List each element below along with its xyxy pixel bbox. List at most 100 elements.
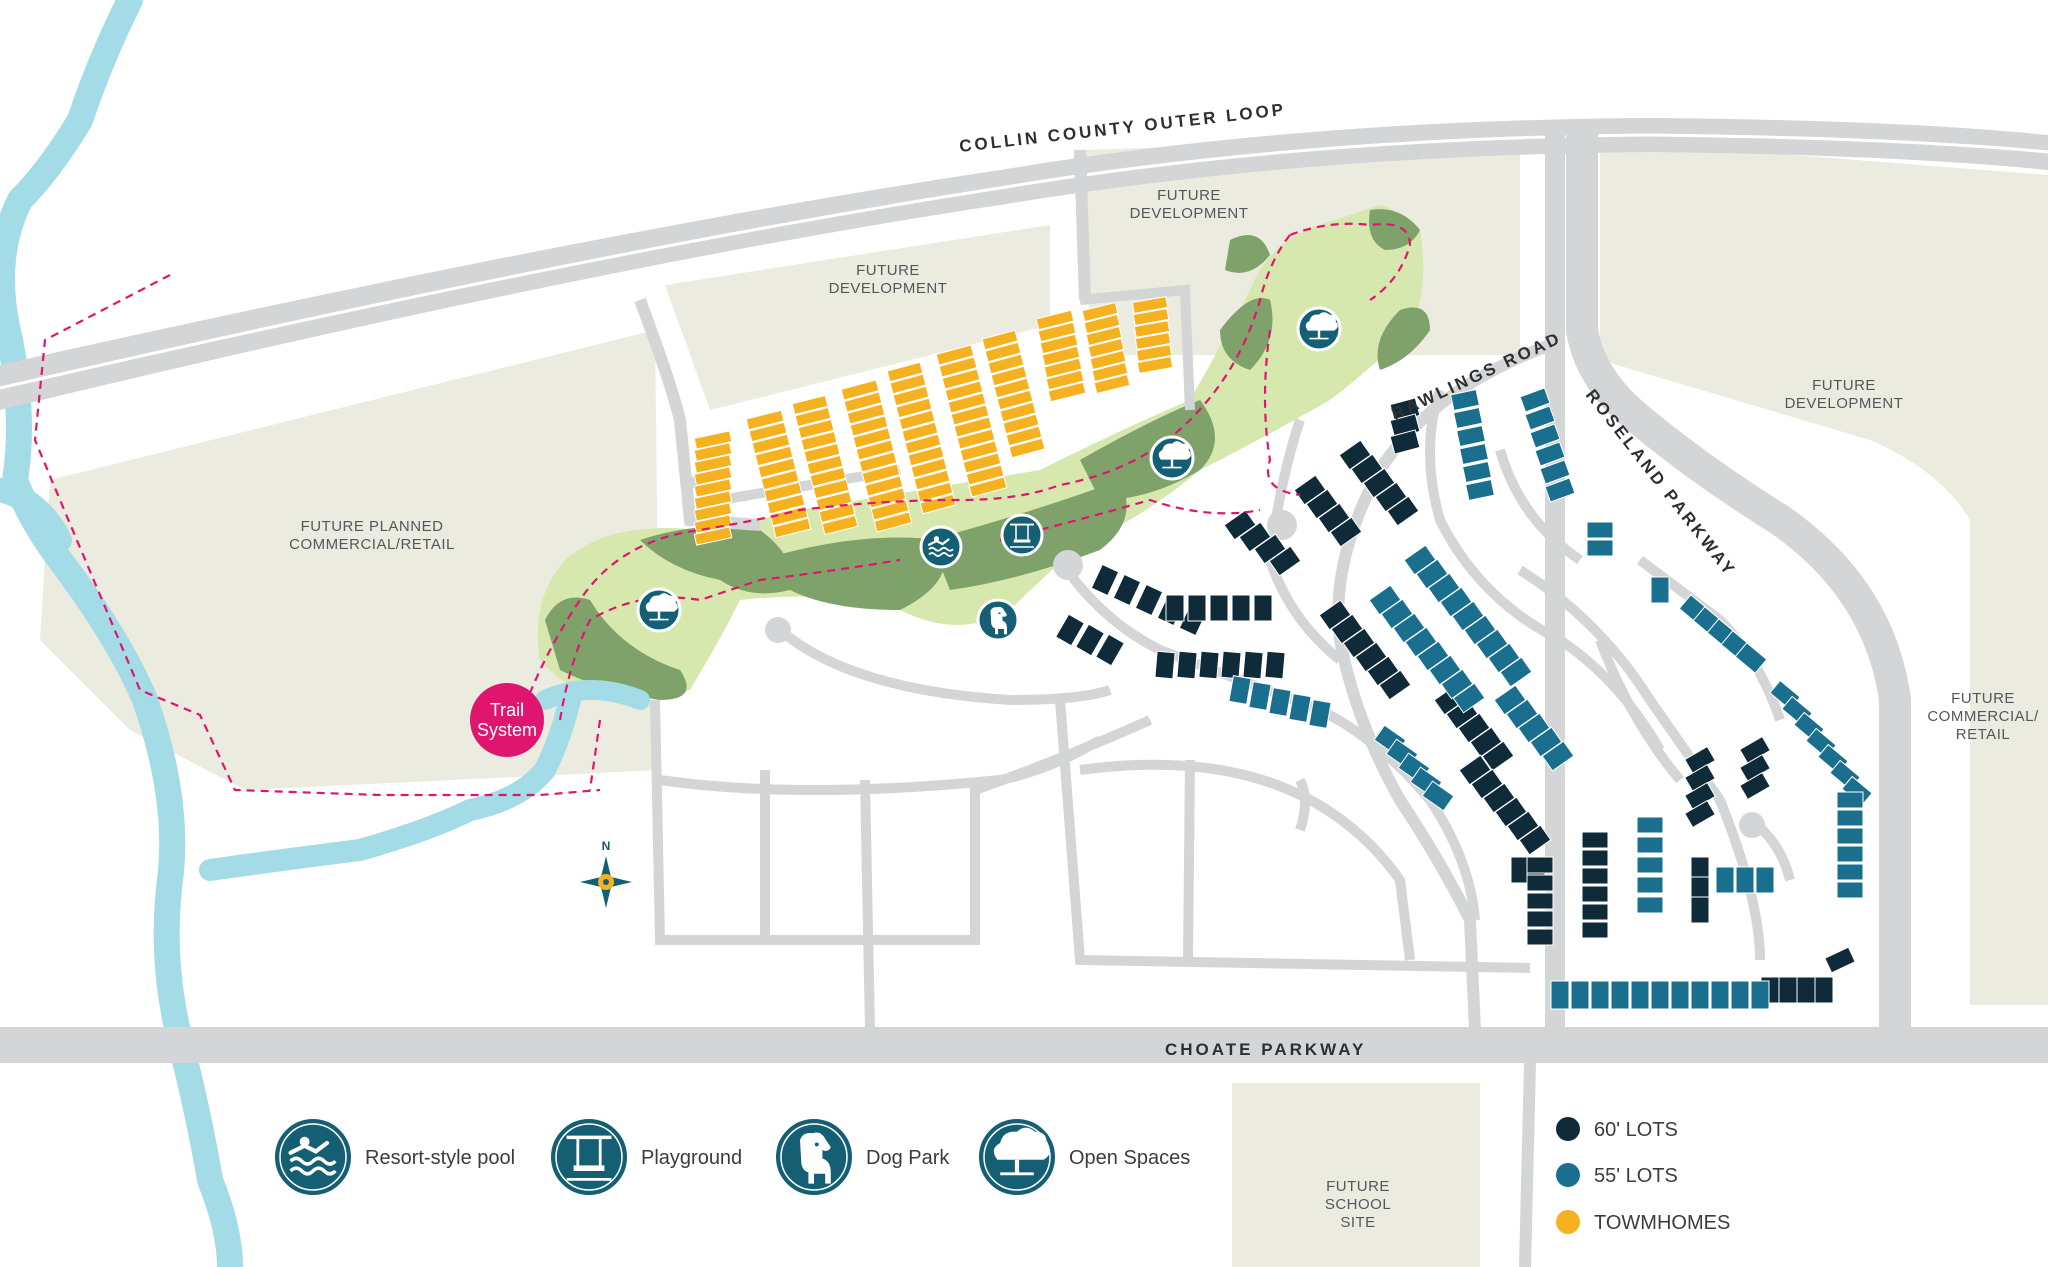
townhome-lot (968, 476, 1008, 498)
amenity-legend: Resort-style pool Playground Dog Park Op… (271, 1115, 1190, 1199)
sixty-foot-lot (1095, 633, 1125, 667)
townhome-lot (693, 490, 733, 510)
townhome-lot (1132, 308, 1170, 326)
townhome-lot (1005, 425, 1043, 447)
townhome-lot (886, 361, 924, 383)
townhome-lot (1047, 381, 1087, 403)
open-space-marker (1149, 435, 1195, 481)
sixty-foot-lot (1329, 516, 1363, 548)
sixty-foot-lots (1055, 397, 1856, 1004)
open-space-marker (636, 587, 682, 633)
townhome-lot (965, 464, 1005, 486)
fifty-five-foot-lot (1734, 642, 1768, 674)
trail-system-label-2: System (477, 720, 537, 740)
sixty-foot-lot (1165, 594, 1185, 622)
fifty-five-foot-lot (1650, 576, 1670, 604)
fifty-five-foot-lot (1288, 693, 1312, 723)
townhome-lot (987, 353, 1025, 375)
townhome-lot (693, 478, 733, 498)
townhome-lot (870, 499, 910, 521)
fifty-five-foot-lot (1735, 866, 1755, 894)
townhome-lot (852, 427, 892, 449)
choate-parkway-label: CHOATE PARKWAY (1165, 1040, 1366, 1059)
fifty-five-foot-lot (1836, 863, 1864, 881)
sixty-foot-lot (1242, 650, 1264, 680)
townhome-lot (947, 392, 987, 414)
fifty-five-foot-lot (1465, 478, 1495, 502)
future-commercial-label-b: COMMERCIAL/ (1927, 708, 2039, 725)
trail-system-badge: Trail System (470, 683, 544, 757)
townhome-lot (944, 380, 984, 402)
sixty-foot-lot (1796, 976, 1816, 1004)
townhome-lot (1081, 301, 1119, 323)
townhome-lot (1136, 356, 1174, 374)
townhome-lot (693, 502, 733, 522)
fifty-five-foot-lot (1690, 980, 1710, 1010)
townhome-lot (800, 430, 838, 452)
fifty-five-foot-lot (1730, 980, 1750, 1010)
sixty-foot-lot (1526, 928, 1554, 946)
future-development-label-1b: DEVELOPMENT (829, 280, 948, 297)
fifty-five-foot-lot (1750, 980, 1770, 1010)
townhome-lot (693, 430, 733, 450)
fifty-five-foot-lot (1755, 866, 1775, 894)
townhome-lot (1131, 296, 1169, 314)
sixty-foot-lot (1684, 799, 1716, 829)
fifty-five-foot-lot (1610, 980, 1630, 1010)
townhome-lot (901, 421, 939, 443)
townhome-lot (959, 440, 999, 462)
sixty-foot-lot (1526, 892, 1554, 910)
townhome-lot (941, 368, 981, 390)
sixty-foot-lot (1198, 650, 1220, 680)
fifty-five-foot-lot (1421, 780, 1455, 812)
townhome-lot (812, 478, 850, 500)
future-development-label-3b: DEVELOPMENT (1785, 395, 1904, 412)
sixty-foot-lot (1581, 867, 1609, 885)
fifty-five-foot-lot (1539, 459, 1571, 485)
fifty-five-foot-lot (1586, 539, 1614, 557)
legend-pool-label: Resort-style pool (365, 1147, 515, 1169)
townhome-lot (806, 454, 844, 476)
townhome-lot (1087, 337, 1125, 359)
fifty-five-foot-lot (1836, 845, 1864, 863)
townhome-lot (855, 439, 895, 461)
townhome-lot (916, 481, 954, 503)
townhome-lot (1035, 309, 1075, 331)
fifty-five-foot-lot (1836, 791, 1864, 809)
townhome-lot (892, 385, 930, 407)
choate-parkway-road (0, 1027, 2048, 1063)
future-development-label-1a: FUTURE (856, 262, 920, 279)
future-commercial-label-a: FUTURE (1951, 690, 2015, 707)
townhome-lot (913, 469, 951, 491)
fifty-five-foot-lot (1308, 699, 1332, 729)
fifty-five-foot-lot (1586, 521, 1614, 539)
legend-townhome-label: TOWMHOMES (1594, 1212, 1730, 1234)
fifty-five-foot-lot (1650, 980, 1670, 1010)
townhome-lot (760, 469, 800, 491)
fifty-five-foot-lot (1710, 980, 1730, 1010)
fifty-five-foot-lot (1268, 687, 1292, 717)
townhome-lot (766, 493, 806, 515)
sixty-foot-lot (1055, 613, 1085, 647)
townhome-lot (843, 391, 883, 413)
future-school-label-b: SCHOOL (1325, 1196, 1391, 1213)
sixty-foot-lot (1378, 669, 1412, 701)
sixty-foot-lot (1264, 650, 1286, 680)
townhome-lot (693, 442, 733, 462)
legend-open-spaces: Open Spaces (975, 1115, 1190, 1199)
sixty-foot-lot (1154, 650, 1176, 680)
sixty-foot-lot (1268, 545, 1302, 577)
townhome-lot (754, 445, 794, 467)
fifty-five-foot-lot (1636, 876, 1664, 894)
fifty-five-foot-lot (1529, 423, 1561, 449)
sixty-foot-lot (1220, 650, 1242, 680)
fifty-five-foot-lot (1453, 406, 1483, 430)
townhome-lot (864, 475, 904, 497)
sixty-foot-lot (1690, 896, 1710, 924)
fifty-five-foot-lot (1544, 477, 1576, 503)
townhome-lot (772, 517, 812, 539)
fifty-five-foot-lot (1630, 980, 1650, 1010)
legend-60-label: 60' LOTS (1594, 1119, 1678, 1141)
townhome-lot (840, 379, 880, 401)
